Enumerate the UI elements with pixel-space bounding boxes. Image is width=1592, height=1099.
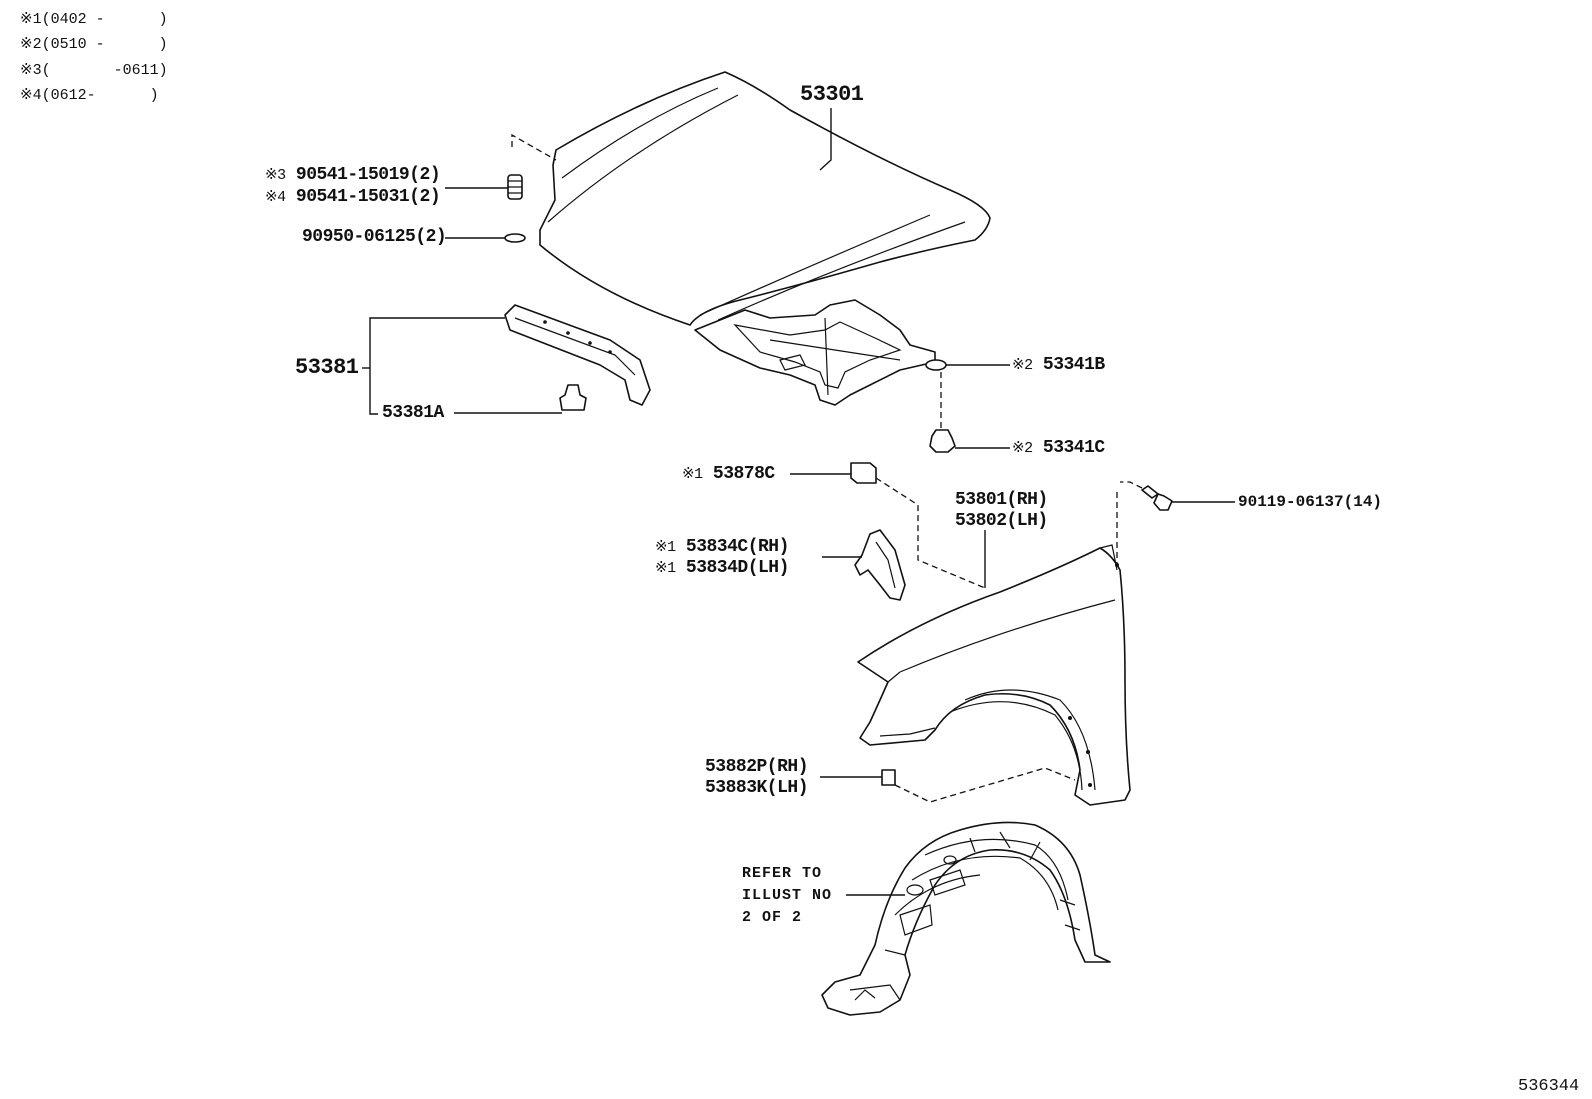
insulator-mark: ※2	[1012, 357, 1033, 374]
part-label-seal-clip[interactable]: 53381A	[382, 403, 444, 423]
legend-range-3: ( -0611)	[41, 62, 168, 79]
legend-range-2: (0510 - )	[41, 36, 168, 53]
part-label-bolt[interactable]: 90119-06137(14)	[1238, 493, 1383, 511]
legend-range-1: (0402 - )	[41, 11, 168, 28]
part-label-fender-pad[interactable]: ※1 53878C	[682, 465, 775, 483]
insulator-number: 53341B	[1042, 355, 1105, 375]
front-fender-panel	[857, 544, 1131, 806]
part-label-fender-seal-rh[interactable]: 53882P(RH)	[705, 757, 809, 777]
legend-mark-3: ※3	[20, 62, 42, 79]
fender-mud-guard-part	[854, 529, 906, 601]
reference-line-3: 2 OF 2	[742, 909, 803, 926]
part-label-fender-rh[interactable]: 53801(RH)	[955, 490, 1048, 510]
part-label-seal[interactable]: 53381	[295, 355, 359, 380]
hood-cushion-part	[504, 233, 526, 243]
insulator-clip-number: 53341C	[1042, 438, 1105, 458]
part-label-fender-seal-lh[interactable]: 53883K(LH)	[705, 778, 809, 798]
fender-pad-part	[850, 462, 877, 484]
fender-bolt-part	[1141, 485, 1173, 511]
seal-clip-part	[559, 384, 587, 411]
fender-liner-part	[821, 821, 1111, 1016]
part-label-mud-guard-rh[interactable]: ※1 53834C(RH)	[655, 538, 789, 556]
reference-line-1: REFER TO	[742, 865, 823, 882]
part-label-fender-lh[interactable]: 53802(LH)	[955, 511, 1048, 531]
mud-guard-rh-number: 53834C(RH)	[685, 537, 790, 557]
part-label-insulator[interactable]: ※2 53341B	[1012, 356, 1105, 374]
stopper-1-number: 90541-15019(2)	[295, 165, 441, 185]
fender-pad-number: 53878C	[712, 464, 775, 484]
part-label-stopper-1[interactable]: ※3 90541-15019(2)	[265, 165, 441, 185]
insulator-clip-part	[929, 429, 956, 453]
part-label-stopper-2[interactable]: ※4 90541-15031(2)	[265, 187, 441, 207]
part-label-mud-guard-lh[interactable]: ※1 53834D(LH)	[655, 559, 789, 577]
stopper-2-mark: ※4	[265, 189, 286, 206]
legend-row-4: ※4(0612- )	[20, 88, 159, 103]
legend-row-2: ※2(0510 - )	[20, 37, 168, 52]
part-label-cushion[interactable]: 90950-06125(2)	[302, 227, 447, 247]
fender-seal-part	[881, 769, 896, 786]
legend-mark-1: ※1	[20, 11, 42, 28]
stopper-1-mark: ※3	[265, 167, 286, 184]
reference-line-2: ILLUST NO	[742, 887, 833, 904]
mud-guard-lh-mark: ※1	[655, 560, 676, 577]
legend-mark-4: ※4	[20, 87, 42, 104]
legend-mark-2: ※2	[20, 36, 42, 53]
part-label-hood[interactable]: 53301	[800, 82, 864, 107]
hood-seal-part	[504, 304, 651, 406]
insulator-clip-mark: ※2	[1012, 440, 1033, 457]
insulator-retainer-part	[925, 359, 947, 371]
hood-inner-frame	[694, 299, 936, 406]
legend-row-3: ※3( -0611)	[20, 63, 168, 78]
fender-pad-mark: ※1	[682, 466, 703, 483]
diagram-id: 536344	[1518, 1077, 1580, 1096]
mud-guard-rh-mark: ※1	[655, 539, 676, 556]
hood-panel	[539, 71, 991, 326]
stopper-2-number: 90541-15031(2)	[295, 187, 441, 207]
legend-range-4: (0612- )	[41, 87, 159, 104]
mud-guard-lh-number: 53834D(LH)	[685, 558, 790, 578]
legend-row-1: ※1(0402 - )	[20, 12, 168, 27]
hood-stopper-part	[507, 174, 523, 200]
part-label-insulator-clip[interactable]: ※2 53341C	[1012, 439, 1105, 457]
